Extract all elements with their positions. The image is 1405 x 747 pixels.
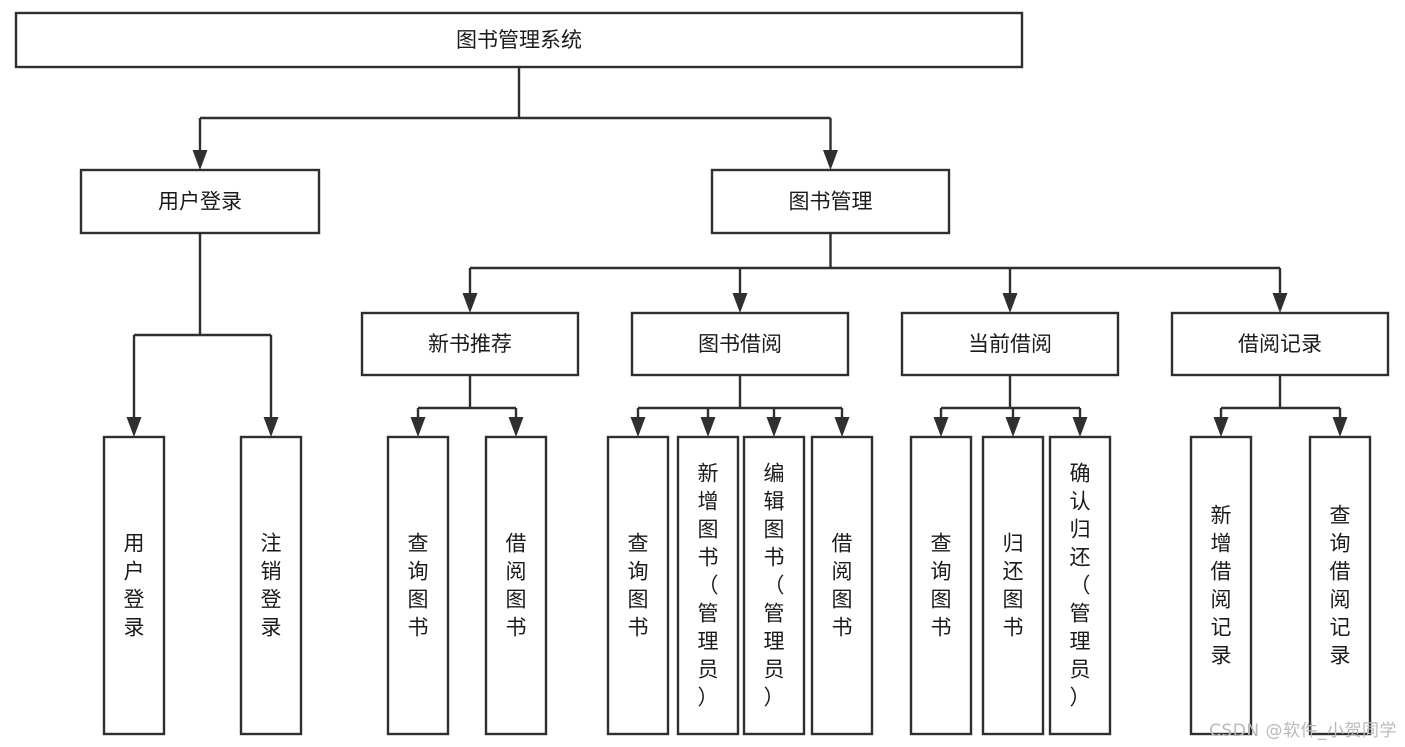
node-leaf-13[interactable]: 查询借阅记录 xyxy=(1308,435,1372,736)
arrow-head-icon xyxy=(263,417,279,437)
arrow-head-icon xyxy=(1272,293,1288,313)
node-label: 归还图书 xyxy=(1003,532,1024,640)
node-box[interactable] xyxy=(676,435,740,736)
node-login[interactable]: 用户登录 xyxy=(79,168,321,235)
arrow-head-icon xyxy=(1005,417,1021,437)
node-box[interactable] xyxy=(239,435,303,736)
node-box[interactable] xyxy=(909,435,973,736)
arrow-head-icon xyxy=(192,150,208,170)
arrow-head-icon xyxy=(126,417,142,437)
node-label: 新书推荐 xyxy=(428,332,512,356)
node-box[interactable] xyxy=(1170,311,1390,377)
node-box[interactable] xyxy=(360,311,580,377)
node-current[interactable]: 当前借阅 xyxy=(900,311,1120,377)
node-box[interactable] xyxy=(606,435,670,736)
watermark-label: CSDN @软件_小贺同学 xyxy=(1209,721,1397,741)
node-leaf-09[interactable]: 查询图书 xyxy=(909,435,973,736)
node-newbook[interactable]: 新书推荐 xyxy=(360,311,580,377)
arrow-head-icon xyxy=(1213,417,1229,437)
node-leaf-04[interactable]: 借阅图书 xyxy=(484,435,548,736)
arrow-head-icon xyxy=(834,417,850,437)
node-box[interactable] xyxy=(484,435,548,736)
node-box[interactable] xyxy=(710,168,951,235)
node-box[interactable] xyxy=(1189,435,1253,736)
node-label: 借阅图书 xyxy=(832,532,853,640)
arrow-head-icon xyxy=(508,417,524,437)
node-bookmgmt[interactable]: 图书管理 xyxy=(710,168,951,235)
node-leaf-02[interactable]: 注销登录 xyxy=(239,435,303,736)
node-label: 确认归还（管理员） xyxy=(1070,462,1091,710)
node-label: 查询图书 xyxy=(628,532,649,640)
arrow-head-icon xyxy=(410,417,426,437)
node-records[interactable]: 借阅记录 xyxy=(1170,311,1390,377)
arrow-head-icon xyxy=(933,417,949,437)
arrow-head-icon xyxy=(823,150,838,170)
node-label: 新增图书（管理员） xyxy=(698,462,719,710)
arrow-head-icon xyxy=(1332,417,1348,437)
node-box[interactable] xyxy=(981,435,1045,736)
node-label: 查询图书 xyxy=(931,532,952,640)
node-label: 当前借阅 xyxy=(968,332,1052,356)
node-leaf-07[interactable]: 编辑图书（管理员） xyxy=(742,435,806,736)
arrow-head-icon xyxy=(1072,417,1088,437)
node-box[interactable] xyxy=(810,435,874,736)
node-label: 图书借阅 xyxy=(698,332,782,356)
node-leaf-12[interactable]: 新增借阅记录 xyxy=(1189,435,1253,736)
node-box[interactable] xyxy=(14,11,1024,69)
node-label: 用户登录 xyxy=(124,532,145,640)
node-label: 注销登录 xyxy=(261,532,282,640)
arrow-head-icon xyxy=(1002,293,1018,313)
node-label: 新增借阅记录 xyxy=(1211,504,1232,668)
node-label: 用户登录 xyxy=(158,190,242,214)
node-box[interactable] xyxy=(900,311,1120,377)
node-box[interactable] xyxy=(386,435,450,736)
node-label: 图书管理 xyxy=(789,190,873,214)
node-box[interactable] xyxy=(630,311,850,377)
node-label: 借阅图书 xyxy=(506,532,527,640)
node-box[interactable] xyxy=(102,435,166,736)
node-leaf-11[interactable]: 确认归还（管理员） xyxy=(1048,435,1112,736)
node-root[interactable]: 图书管理系统 xyxy=(14,11,1024,69)
node-borrow[interactable]: 图书借阅 xyxy=(630,311,850,377)
node-leaf-05[interactable]: 查询图书 xyxy=(606,435,670,736)
node-label: 查询图书 xyxy=(408,532,429,640)
node-leaf-01[interactable]: 用户登录 xyxy=(102,435,166,736)
arrow-head-icon xyxy=(700,417,716,437)
arrow-head-icon xyxy=(766,417,782,437)
connector-layer xyxy=(126,67,1348,437)
node-box[interactable] xyxy=(742,435,806,736)
node-label: 图书管理系统 xyxy=(456,28,582,52)
node-label: 借阅记录 xyxy=(1238,332,1322,356)
node-leaf-03[interactable]: 查询图书 xyxy=(386,435,450,736)
node-box[interactable] xyxy=(1048,435,1112,736)
node-box[interactable] xyxy=(79,168,321,235)
arrow-head-icon xyxy=(462,293,478,313)
node-label: 查询借阅记录 xyxy=(1330,504,1351,668)
node-label: 编辑图书（管理员） xyxy=(764,462,785,710)
node-box[interactable] xyxy=(1308,435,1372,736)
node-leaf-08[interactable]: 借阅图书 xyxy=(810,435,874,736)
arrow-head-icon xyxy=(732,293,748,313)
arrow-head-icon xyxy=(630,417,646,437)
node-layer: 图书管理系统用户登录图书管理新书推荐图书借阅当前借阅借阅记录用户登录注销登录查询… xyxy=(14,11,1390,736)
node-leaf-10[interactable]: 归还图书 xyxy=(981,435,1045,736)
node-leaf-06[interactable]: 新增图书（管理员） xyxy=(676,435,740,736)
